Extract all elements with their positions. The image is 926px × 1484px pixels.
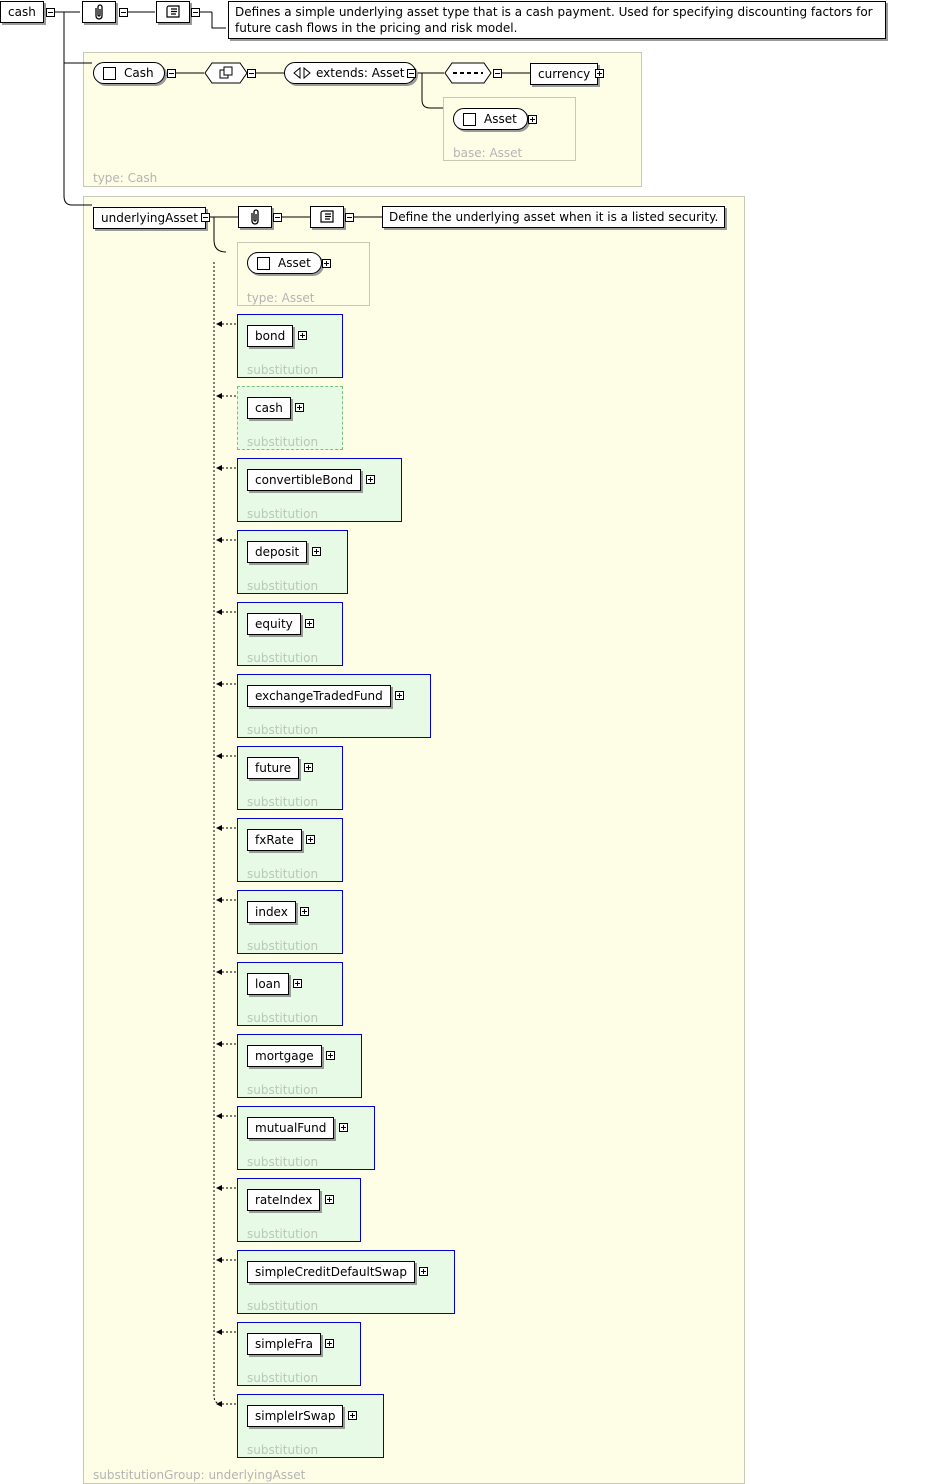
collapse-toggle[interactable] — [493, 69, 502, 78]
complex-type-label: Asset — [278, 256, 311, 270]
substitution-label: substitution — [247, 867, 319, 881]
substitution-label: substitution — [247, 1227, 319, 1241]
expand-toggle[interactable] — [295, 403, 304, 412]
substitution-label: substitution — [247, 1443, 319, 1457]
expand-toggle[interactable] — [306, 835, 315, 844]
complex-type-label: Asset — [484, 112, 517, 126]
collapse-toggle[interactable] — [167, 69, 176, 78]
expand-toggle[interactable] — [293, 979, 302, 988]
element-convertibleBond[interactable]: convertibleBond — [247, 469, 362, 491]
complex-type-label: Cash — [124, 66, 154, 80]
expand-toggle[interactable] — [312, 547, 321, 556]
cash-documentation: Defines a simple underlying asset type t… — [228, 1, 886, 39]
element-simpleCreditDefaultSwap[interactable]: simpleCreditDefaultSwap — [247, 1261, 415, 1283]
substitution-label: substitution — [247, 795, 319, 809]
expand-toggle[interactable] — [326, 1051, 335, 1060]
collapse-toggle[interactable] — [273, 213, 282, 222]
expand-toggle[interactable] — [298, 331, 307, 340]
substitution-label: substitution — [247, 651, 319, 665]
element-exchangeTradedFund[interactable]: exchangeTradedFund — [247, 685, 391, 707]
element-mortgage[interactable]: mortgage — [247, 1045, 322, 1067]
substitution-label: substitution — [247, 1299, 319, 1313]
complex-type-cash[interactable]: Cash — [93, 62, 165, 84]
sequence-compositor-icon — [204, 62, 248, 84]
expand-toggle[interactable] — [322, 259, 331, 268]
expand-toggle[interactable] — [366, 475, 375, 484]
expand-toggle[interactable] — [339, 1123, 348, 1132]
sequence-connector-icon — [444, 62, 492, 84]
substitution-label: substitution — [247, 1083, 319, 1097]
element-cash[interactable]: cash — [247, 397, 291, 419]
expand-toggle[interactable] — [325, 1195, 334, 1204]
complex-type-icon — [103, 66, 116, 80]
extends-asset[interactable]: extends: Asset — [284, 62, 416, 84]
substitution-label: substitution — [247, 1371, 319, 1385]
underlying-asset-documentation: Define the underlying asset when it is a… — [382, 206, 726, 228]
substitution-label: substitution — [247, 507, 319, 521]
complex-type-asset[interactable]: Asset — [453, 108, 528, 130]
root-element-cash[interactable]: cash — [0, 1, 44, 23]
element-rateIndex[interactable]: rateIndex — [247, 1189, 321, 1211]
expand-toggle[interactable] — [395, 691, 404, 700]
substitution-trunk — [213, 262, 223, 1405]
element-underlying-asset[interactable]: underlyingAsset — [93, 207, 206, 229]
collapse-toggle[interactable] — [119, 8, 128, 17]
expand-toggle[interactable] — [325, 1339, 334, 1348]
complex-type-icon — [463, 112, 476, 126]
expand-toggle[interactable] — [419, 1267, 428, 1276]
element-bond[interactable]: bond — [247, 325, 294, 347]
substitution-label: substitution — [247, 363, 319, 377]
substitution-label: substitution — [247, 723, 319, 737]
complex-type-icon — [257, 256, 270, 270]
element-equity[interactable]: equity — [247, 613, 301, 635]
element-index[interactable]: index — [247, 901, 296, 923]
complex-type-asset[interactable]: Asset — [247, 252, 322, 274]
collapse-toggle[interactable] — [345, 213, 354, 222]
expand-toggle[interactable] — [528, 115, 537, 124]
collapse-toggle[interactable] — [407, 69, 416, 78]
element-simpleIrSwap[interactable]: simpleIrSwap — [247, 1405, 344, 1427]
type-label: type: Asset — [247, 291, 315, 305]
extends-label: extends: Asset — [316, 66, 405, 80]
substitution-label: substitution — [247, 1011, 319, 1025]
expand-toggle[interactable] — [305, 619, 314, 628]
documentation-icon — [156, 1, 190, 23]
substitution-label: substitution — [247, 435, 319, 449]
collapse-toggle[interactable] — [191, 8, 200, 17]
sequence-icon — [238, 206, 272, 228]
element-loan[interactable]: loan — [247, 973, 289, 995]
type-label: type: Cash — [93, 171, 158, 185]
substitution-label: substitution — [247, 579, 319, 593]
expand-toggle[interactable] — [348, 1411, 357, 1420]
element-currency[interactable]: currency — [530, 63, 599, 85]
base-label: base: Asset — [453, 146, 523, 160]
substitution-label: substitution — [247, 939, 319, 953]
collapse-toggle[interactable] — [46, 8, 55, 17]
expand-toggle[interactable] — [300, 907, 309, 916]
element-simpleFra[interactable]: simpleFra — [247, 1333, 321, 1355]
extension-icon — [293, 67, 311, 79]
element-future[interactable]: future — [247, 757, 300, 779]
substitution-group: substitution — [237, 746, 343, 810]
expand-toggle[interactable] — [304, 763, 313, 772]
documentation-icon — [310, 206, 344, 228]
sequence-icon — [82, 1, 116, 23]
collapse-toggle[interactable] — [247, 69, 256, 78]
element-fxRate[interactable]: fxRate — [247, 829, 302, 851]
expand-toggle[interactable] — [595, 69, 604, 78]
substitution-label: substitution — [247, 1155, 319, 1169]
element-mutualFund[interactable]: mutualFund — [247, 1117, 335, 1139]
collapse-toggle[interactable] — [201, 213, 210, 222]
substitution-group-label: substitutionGroup: underlyingAsset — [93, 1468, 306, 1482]
element-deposit[interactable]: deposit — [247, 541, 308, 563]
